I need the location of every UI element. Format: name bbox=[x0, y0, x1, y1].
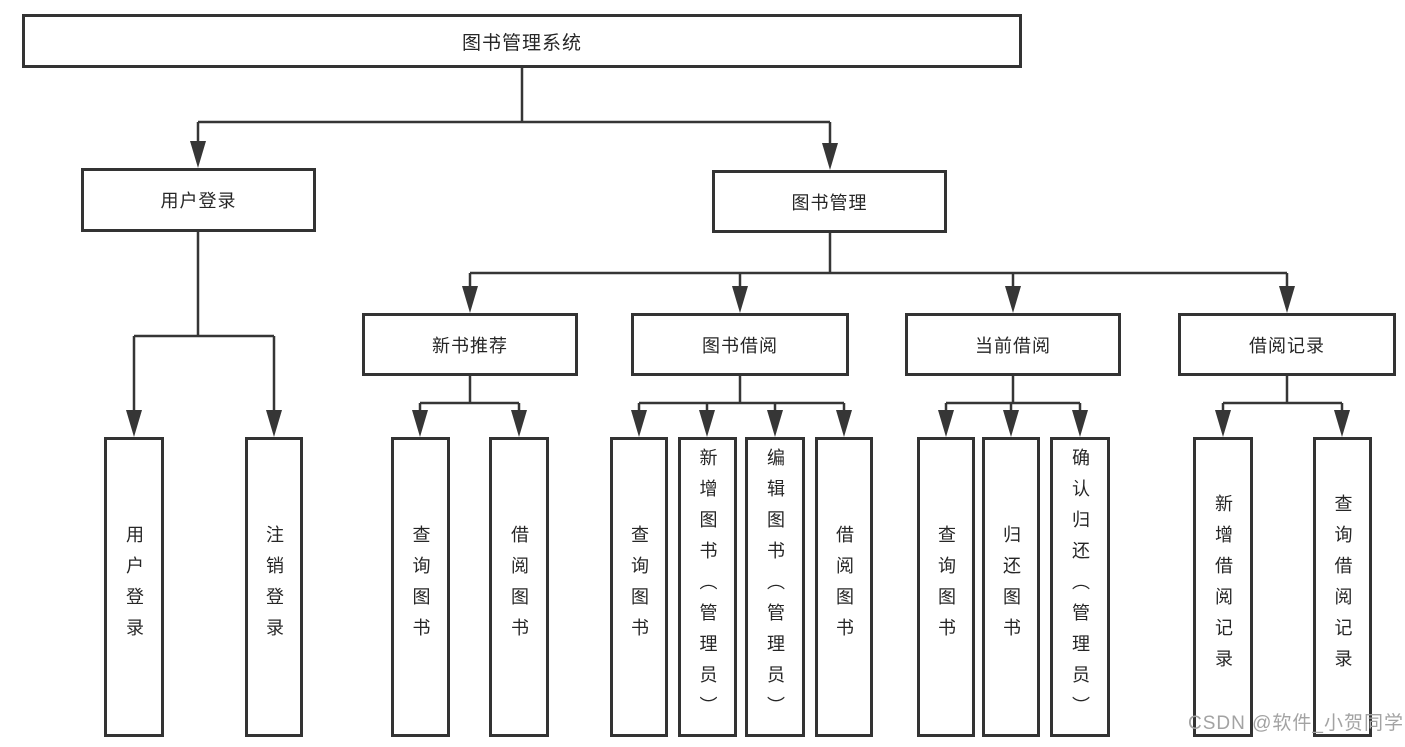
connector-records-to-leaves bbox=[1215, 376, 1350, 437]
csdn-watermark: CSDN @软件_小贺同学 bbox=[1188, 713, 1404, 734]
connector-userlogin-to-leaves bbox=[126, 232, 282, 437]
leaf-query-books-recommend: 查询图书 bbox=[391, 437, 450, 737]
leaf-add-books-admin: 新增图书（管理员） bbox=[678, 437, 737, 737]
arrowhead-icon bbox=[462, 286, 478, 313]
arrowhead-icon bbox=[938, 410, 954, 437]
leaf-confirm-return-admin: 确认归还（管理员） bbox=[1050, 437, 1110, 737]
arrowhead-icon bbox=[412, 410, 428, 437]
arrowhead-icon bbox=[1072, 410, 1088, 437]
node-book-management: 图书管理 bbox=[712, 170, 947, 233]
leaf-add-borrow-record: 新增借阅记录 bbox=[1193, 437, 1253, 737]
arrowhead-icon bbox=[1334, 410, 1350, 437]
leaf-return-books: 归还图书 bbox=[982, 437, 1040, 737]
connector-newbooks-to-leaves bbox=[412, 376, 527, 437]
leaf-logout: 注销登录 bbox=[245, 437, 303, 737]
node-borrow-records: 借阅记录 bbox=[1178, 313, 1396, 376]
node-user-login: 用户登录 bbox=[81, 168, 316, 232]
node-current-borrow: 当前借阅 bbox=[905, 313, 1121, 376]
node-library-system: 图书管理系统 bbox=[22, 14, 1022, 68]
arrowhead-icon bbox=[511, 410, 527, 437]
arrowhead-icon bbox=[631, 410, 647, 437]
arrowhead-icon bbox=[190, 141, 206, 168]
arrowhead-icon bbox=[126, 410, 142, 437]
connector-bookmgmt-to-level3 bbox=[462, 233, 1295, 313]
node-book-borrow: 图书借阅 bbox=[631, 313, 849, 376]
node-new-book-recommend: 新书推荐 bbox=[362, 313, 578, 376]
leaf-query-books-borrow: 查询图书 bbox=[610, 437, 668, 737]
arrowhead-icon bbox=[266, 410, 282, 437]
connector-current-to-leaves bbox=[938, 376, 1088, 437]
leaf-query-borrow-record: 查询借阅记录 bbox=[1313, 437, 1372, 737]
arrowhead-icon bbox=[836, 410, 852, 437]
arrowhead-icon bbox=[767, 410, 783, 437]
arrowhead-icon bbox=[699, 410, 715, 437]
arrowhead-icon bbox=[1215, 410, 1231, 437]
leaf-query-books-current: 查询图书 bbox=[917, 437, 975, 737]
leaf-borrow-books: 借阅图书 bbox=[815, 437, 873, 737]
connector-root-to-level2 bbox=[190, 68, 838, 170]
arrowhead-icon bbox=[822, 143, 838, 170]
arrowhead-icon bbox=[1279, 286, 1295, 313]
leaf-user-login: 用户登录 bbox=[104, 437, 164, 737]
arrowhead-icon bbox=[1005, 286, 1021, 313]
leaf-edit-books-admin: 编辑图书（管理员） bbox=[745, 437, 805, 737]
leaf-borrow-books-recommend: 借阅图书 bbox=[489, 437, 549, 737]
connector-borrow-to-leaves bbox=[631, 376, 852, 437]
arrowhead-icon bbox=[732, 286, 748, 313]
arrowhead-icon bbox=[1003, 410, 1019, 437]
